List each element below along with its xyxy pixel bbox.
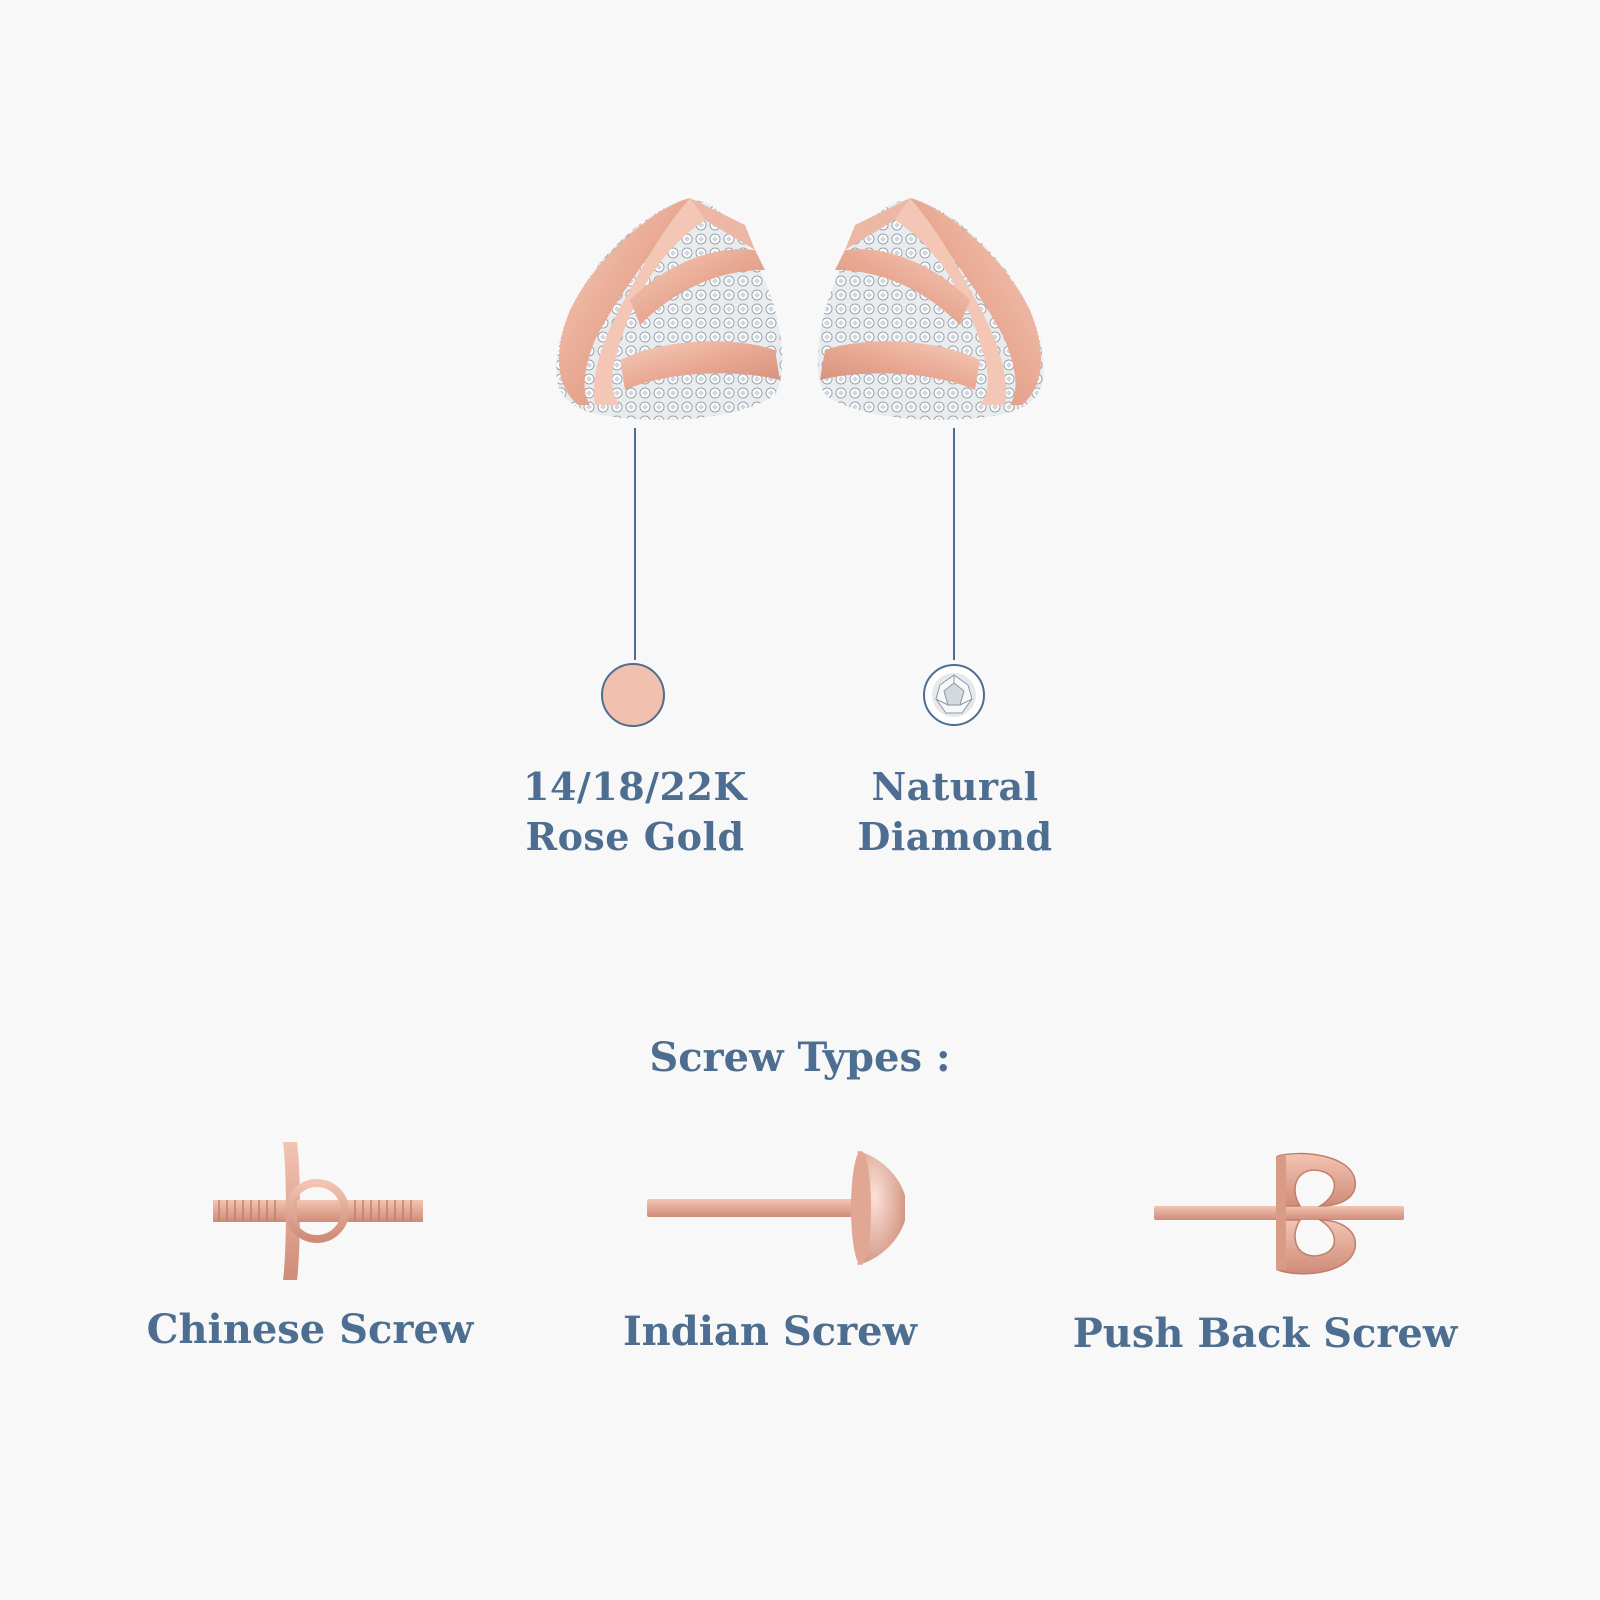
callout-line-rose-gold bbox=[634, 428, 636, 660]
rose-gold-label-line2: Rose Gold bbox=[525, 814, 745, 859]
push-back-screw-label: Push Back Screw bbox=[1072, 1310, 1458, 1357]
rose-gold-label: 14/18/22K Rose Gold bbox=[495, 762, 775, 862]
indian-screw-label: Indian Screw bbox=[622, 1308, 918, 1355]
rose-gold-label-line1: 14/18/22K bbox=[523, 764, 747, 809]
chinese-screw-icon bbox=[205, 1140, 430, 1285]
diamond-label-line1: Natural bbox=[871, 764, 1039, 809]
right-earring bbox=[817, 198, 1044, 420]
callout-line-diamond bbox=[953, 428, 955, 660]
rose-gold-swatch-icon bbox=[601, 663, 665, 727]
earrings-image bbox=[540, 190, 1060, 450]
push-back-screw-icon bbox=[1150, 1150, 1410, 1280]
diamond-swatch-icon bbox=[922, 663, 986, 727]
diamond-label: Natural Diamond bbox=[815, 762, 1095, 862]
diamond-label-line2: Diamond bbox=[857, 814, 1053, 859]
left-earring bbox=[556, 198, 783, 420]
screw-types-heading: Screw Types : bbox=[649, 1034, 951, 1081]
chinese-screw-label: Chinese Screw bbox=[146, 1306, 474, 1353]
indian-screw-icon bbox=[645, 1145, 905, 1275]
